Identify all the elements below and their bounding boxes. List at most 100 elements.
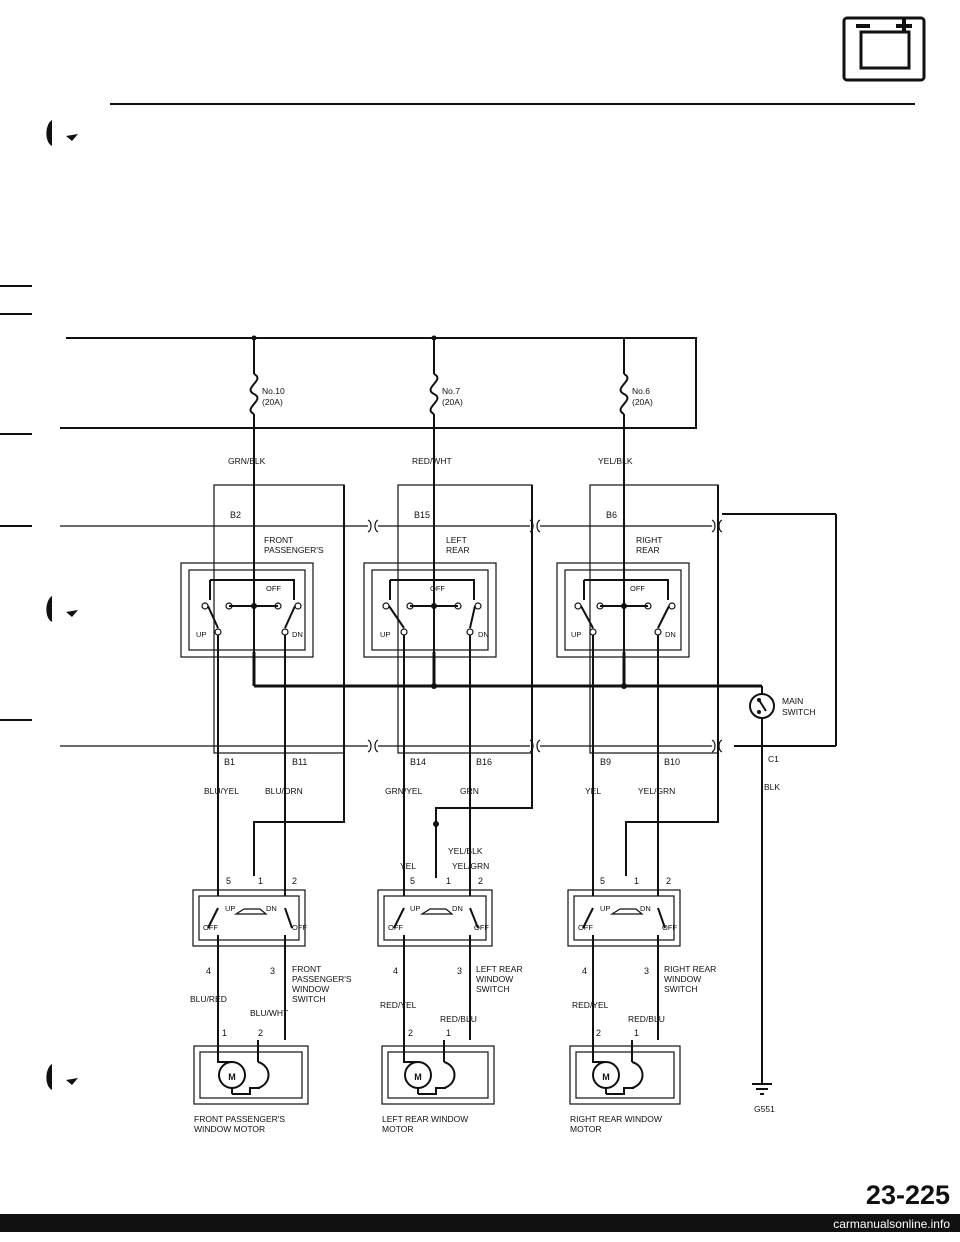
svg-text:3: 3 (644, 966, 649, 976)
margin-rules (0, 285, 32, 721)
svg-text:No.6: No.6 (632, 386, 650, 396)
pin-label: C1 (768, 754, 779, 764)
watermark: carmanualsonline.info (833, 1217, 950, 1231)
svg-text:WINDOW: WINDOW (664, 974, 701, 984)
svg-text:UP: UP (225, 904, 235, 913)
svg-text:BLU/RED: BLU/RED (190, 994, 227, 1004)
svg-text:PASSENGER'S: PASSENGER'S (292, 974, 352, 984)
ground-bus (252, 652, 763, 694)
svg-text:M: M (602, 1072, 610, 1082)
ground-symbol: G551 (752, 1040, 775, 1114)
svg-text:DN: DN (452, 904, 463, 913)
window-switch-right-rear: 5 1 2 UP DN OFF OFF 4 3 RIGHT REAR WINDO… (567, 800, 716, 1040)
svg-text:DN: DN (640, 904, 651, 913)
svg-text:WINDOW MOTOR: WINDOW MOTOR (194, 1124, 265, 1134)
svg-text:LEFT: LEFT (446, 535, 467, 545)
wire-label: YEL/BLK (598, 456, 633, 466)
svg-text:B2: B2 (230, 510, 241, 520)
binder-marks (46, 120, 78, 1090)
window-switch-front: 5 1 2 UP DN OFF OFF 4 3 FRONT PASSENGER'… (190, 800, 352, 1040)
svg-text:PASSENGER'S: PASSENGER'S (264, 545, 324, 555)
svg-text:M: M (228, 1072, 236, 1082)
svg-text:5: 5 (600, 876, 605, 886)
svg-text:UP: UP (410, 904, 420, 913)
wire-label: BLU/YEL (204, 786, 239, 796)
svg-text:MOTOR: MOTOR (382, 1124, 413, 1134)
svg-text:4: 4 (582, 966, 587, 976)
window-switch-feeds (253, 485, 719, 878)
master-section-left-rear: B15 LEFT REAR OFF UP DN B14 B16 (363, 484, 533, 800)
svg-text:RED/YEL: RED/YEL (380, 1000, 417, 1010)
wire-label: BLU/ORN (265, 786, 303, 796)
svg-text:OFF: OFF (430, 584, 445, 593)
svg-text:UP: UP (600, 904, 610, 913)
wire-label: BLK (764, 782, 780, 792)
svg-text:OFF: OFF (662, 923, 677, 932)
motor-front-passenger: 1 2 M FRONT PASSENGER'S WINDOW MOTOR (193, 1028, 309, 1134)
svg-text:(20A): (20A) (262, 397, 283, 407)
svg-text:B16: B16 (476, 757, 492, 767)
svg-text:B10: B10 (664, 757, 680, 767)
svg-text:5: 5 (226, 876, 231, 886)
svg-text:OFF: OFF (630, 584, 645, 593)
svg-text:MOTOR: MOTOR (570, 1124, 601, 1134)
window-switch-left-rear: 5 1 2 UP DN OFF OFF 4 3 LEFT REAR WINDOW… (377, 800, 523, 1040)
svg-text:LEFT REAR WINDOW: LEFT REAR WINDOW (382, 1114, 468, 1124)
main-switch: MAIN SWITCH (749, 693, 816, 719)
svg-text:LEFT REAR: LEFT REAR (476, 964, 523, 974)
wire-label: GRN (460, 786, 479, 796)
wire-label: YEL/GRN (638, 786, 675, 796)
svg-text:BLU/WHT: BLU/WHT (250, 1008, 288, 1018)
svg-text:OFF: OFF (388, 923, 403, 932)
svg-text:2: 2 (596, 1028, 601, 1038)
svg-text:M: M (414, 1072, 422, 1082)
svg-text:4: 4 (206, 966, 211, 976)
svg-text:1: 1 (446, 1028, 451, 1038)
wire-label: GRN/YEL (385, 786, 423, 796)
footer-bar (0, 1214, 960, 1232)
svg-text:DN: DN (478, 630, 489, 639)
svg-text:(20A): (20A) (442, 397, 463, 407)
wire-label: RED/WHT (412, 456, 452, 466)
svg-text:2: 2 (408, 1028, 413, 1038)
wire-label: YEL (400, 861, 416, 871)
svg-text:RED/BLU: RED/BLU (440, 1014, 477, 1024)
svg-text:B1: B1 (224, 757, 235, 767)
svg-text:REAR: REAR (636, 545, 660, 555)
svg-text:RIGHT: RIGHT (636, 535, 662, 545)
svg-text:B11: B11 (292, 757, 307, 767)
svg-text:1: 1 (258, 876, 263, 886)
svg-text:No.10: No.10 (262, 386, 285, 396)
svg-text:2: 2 (292, 876, 297, 886)
wire-label: YEL/BLK (448, 846, 483, 856)
svg-text:RIGHT REAR: RIGHT REAR (664, 964, 716, 974)
svg-text:FRONT PASSENGER'S: FRONT PASSENGER'S (194, 1114, 285, 1124)
svg-text:SWITCH: SWITCH (664, 984, 698, 994)
svg-text:2: 2 (666, 876, 671, 886)
svg-text:FRONT: FRONT (264, 535, 293, 545)
svg-text:B15: B15 (414, 510, 430, 520)
svg-text:OFF: OFF (474, 923, 489, 932)
svg-text:OFF: OFF (266, 584, 281, 593)
svg-text:(20A): (20A) (632, 397, 653, 407)
svg-text:OFF: OFF (578, 923, 593, 932)
fuse-no7: No.7 (20A) (429, 373, 463, 415)
fuse-no6: No.6 (20A) (619, 373, 653, 415)
svg-text:UP: UP (380, 630, 390, 639)
svg-text:G551: G551 (754, 1104, 775, 1114)
svg-text:4: 4 (393, 966, 398, 976)
wire-label: GRN/BLK (228, 456, 266, 466)
svg-text:B6: B6 (606, 510, 617, 520)
svg-text:RED/BLU: RED/BLU (628, 1014, 665, 1024)
svg-text:WINDOW: WINDOW (292, 984, 329, 994)
svg-text:UP: UP (196, 630, 206, 639)
svg-text:UP: UP (571, 630, 581, 639)
svg-text:RED/YEL: RED/YEL (572, 1000, 609, 1010)
svg-text:MAIN: MAIN (782, 696, 803, 706)
svg-text:2: 2 (478, 876, 483, 886)
svg-text:1: 1 (634, 1028, 639, 1038)
svg-text:DN: DN (292, 630, 303, 639)
wire-label: YEL (585, 786, 601, 796)
svg-text:OFF: OFF (203, 923, 218, 932)
svg-text:5: 5 (410, 876, 415, 886)
